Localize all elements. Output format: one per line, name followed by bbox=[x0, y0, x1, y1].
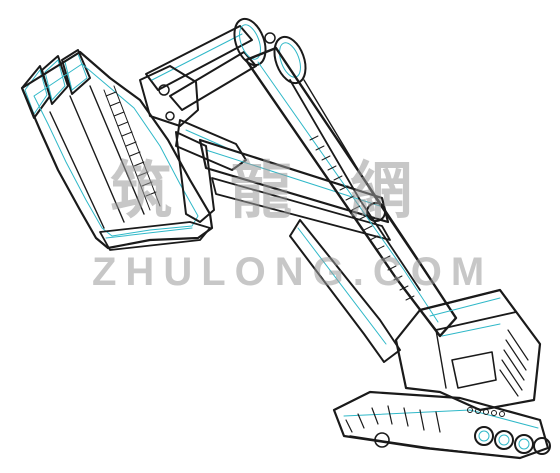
idler-wheel bbox=[374, 432, 390, 448]
boom-link-accent bbox=[151, 33, 243, 81]
track-roller bbox=[518, 438, 530, 450]
boom-link bbox=[145, 25, 253, 91]
track-roller bbox=[498, 434, 510, 446]
bucket-tooth bbox=[24, 69, 48, 115]
boom-assembly bbox=[139, 17, 458, 363]
bucket-ladder bbox=[103, 85, 161, 211]
track-roller bbox=[514, 434, 534, 454]
main-boom bbox=[244, 46, 458, 338]
house-side-accent bbox=[441, 323, 501, 337]
pivot-pin bbox=[264, 32, 276, 44]
dipper-stick-accent bbox=[205, 149, 381, 207]
track-frame-accent bbox=[343, 409, 539, 429]
watermark-latin: ZHULONG.COM bbox=[92, 250, 494, 294]
track-roller bbox=[494, 430, 514, 450]
crawler bbox=[332, 390, 551, 460]
track-lower bbox=[349, 435, 521, 459]
boom-rail bbox=[289, 79, 421, 291]
bucket-teeth bbox=[21, 49, 91, 119]
bucket-lip bbox=[99, 221, 211, 251]
watermark-cjk: 筑龍網 bbox=[109, 154, 470, 227]
lower-boom-accent bbox=[297, 227, 387, 345]
lower-boom bbox=[289, 219, 401, 363]
track-roller bbox=[478, 430, 490, 442]
dipper-stick-lower bbox=[211, 177, 391, 241]
counterweight bbox=[451, 351, 497, 389]
track-roller bbox=[474, 426, 494, 446]
pivot-joint bbox=[239, 24, 261, 60]
track-frame bbox=[332, 390, 550, 460]
bucket-rib bbox=[49, 111, 105, 229]
bucket-lip-accent bbox=[105, 227, 193, 239]
track-bolts bbox=[467, 407, 505, 417]
main-boom-accent bbox=[257, 61, 439, 323]
bracket-pin bbox=[158, 84, 170, 96]
house-top-accent bbox=[429, 297, 501, 317]
pivot-joint bbox=[279, 42, 301, 78]
boom-ladder bbox=[309, 135, 415, 301]
bracket-pin bbox=[165, 111, 175, 121]
house-side bbox=[435, 329, 447, 389]
track-shoes bbox=[345, 405, 441, 433]
pivot-joint bbox=[233, 17, 267, 67]
stick-pillar bbox=[175, 131, 215, 223]
track-roller bbox=[533, 437, 551, 455]
boom-rail bbox=[303, 79, 433, 283]
bucket-tooth bbox=[41, 55, 69, 105]
bucket-tooth bbox=[61, 49, 91, 95]
bucket-bracket bbox=[139, 65, 199, 127]
bucket bbox=[20, 49, 214, 251]
bucket-rib bbox=[69, 95, 125, 223]
bucket-tooth bbox=[44, 59, 66, 101]
house-top bbox=[419, 289, 517, 331]
bucket-rib bbox=[89, 85, 145, 215]
house-vents bbox=[499, 329, 529, 397]
dipper-stick bbox=[198, 138, 390, 224]
